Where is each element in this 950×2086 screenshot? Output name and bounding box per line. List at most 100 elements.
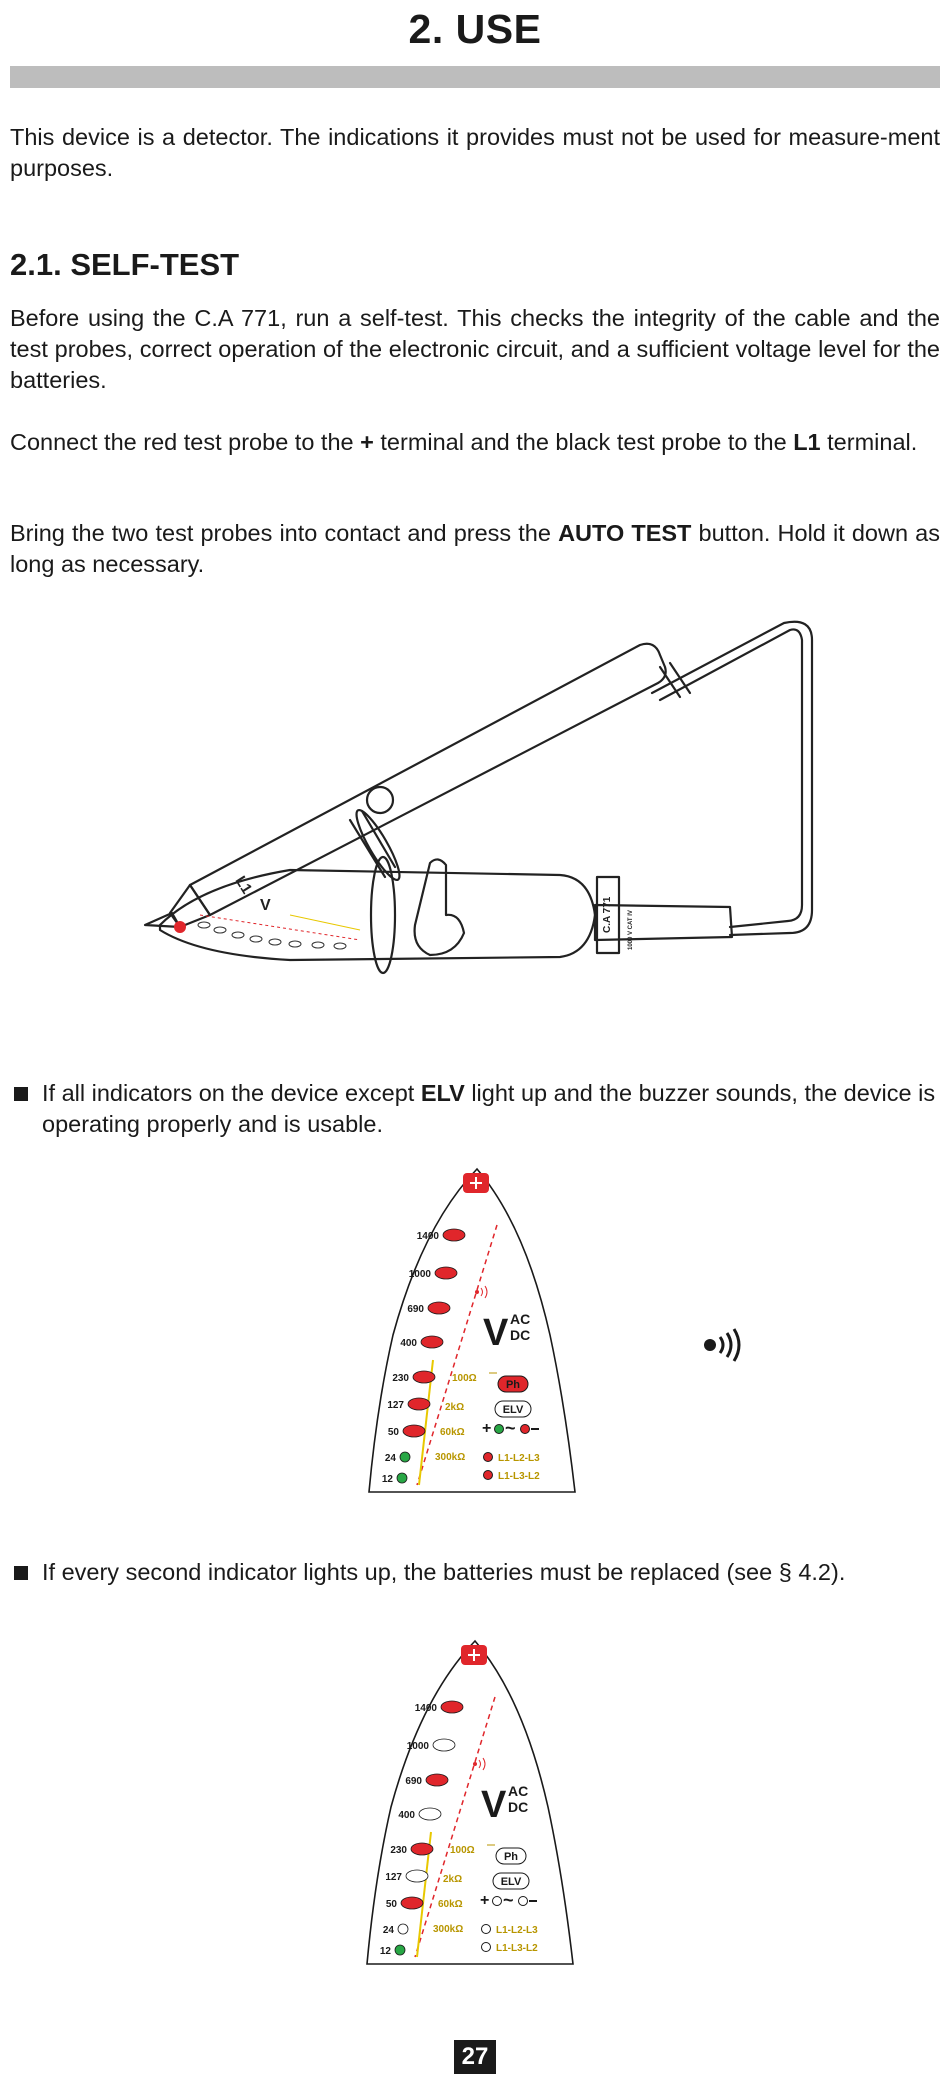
plus-symbol: +	[482, 1420, 491, 1437]
autotest-button-name: AUTO TEST	[558, 520, 692, 546]
voltage-led	[432, 1738, 456, 1752]
bullet1-elv: ELV	[420, 1080, 465, 1106]
voltage-label: 690	[407, 1304, 424, 1315]
buzzer-waves-icon	[478, 1757, 486, 1771]
rotation-label-1: L1-L2-L3	[498, 1453, 540, 1464]
voltage-led	[400, 1896, 424, 1910]
voltage-led	[405, 1869, 429, 1883]
bullet-square	[14, 1087, 28, 1101]
voltage-label: 127	[387, 1400, 404, 1411]
ac-wave-symbol: ~	[503, 1890, 514, 1910]
autotest-text-c: button. Hold it down as long as necessar…	[10, 520, 940, 577]
device-model-label: C.A 771	[602, 896, 613, 933]
elv-indicator	[494, 1400, 532, 1418]
device-illustration: L1 C.A 771 1000 V CAT IV V	[143, 620, 814, 975]
section-heading: 2.1. SELF-TEST	[10, 247, 240, 282]
voltage-led	[420, 1335, 444, 1349]
resistance-label: 300kΩ	[435, 1452, 465, 1463]
voltage-label: 24	[385, 1453, 397, 1464]
volt-symbol: V	[481, 1784, 507, 1826]
polarity-led-minus	[518, 1896, 528, 1906]
device-rating-label: 1000 V CAT IV	[628, 910, 634, 950]
plus-icon	[468, 1649, 480, 1661]
elv-label: ELV	[503, 1404, 524, 1416]
voltage-led	[418, 1807, 442, 1821]
voltage-label: 1400	[415, 1703, 438, 1714]
ph-indicator	[497, 1375, 529, 1393]
rotation-led-1	[481, 1924, 491, 1934]
resistance-label: 60kΩ	[438, 1899, 463, 1910]
polarity-led-plus	[494, 1424, 504, 1434]
bullet-square	[14, 1566, 28, 1580]
connect-plus: +	[360, 429, 374, 455]
voltage-label: 230	[392, 1373, 409, 1384]
voltage-led	[399, 1451, 411, 1463]
resistance-label: 300kΩ	[433, 1924, 463, 1935]
rotation-label-1: L1-L2-L3	[496, 1925, 538, 1936]
voltage-led	[407, 1397, 431, 1411]
resistance-label: 100Ω	[450, 1845, 475, 1856]
voltage-led	[397, 1923, 409, 1935]
rotation-led-2	[481, 1942, 491, 1952]
plus-symbol: +	[480, 1892, 489, 1909]
volt-symbol: V	[483, 1312, 509, 1354]
bullet1-text-c: light up and the buzzer sounds, the devi…	[42, 1080, 936, 1137]
voltage-led	[434, 1266, 458, 1280]
rotation-label-2: L1-L3-L2	[498, 1471, 540, 1482]
device-volt-symbol: V	[260, 897, 271, 914]
ac-label: AC	[510, 1311, 530, 1327]
title-rule	[10, 66, 940, 88]
panel-red-line	[414, 1696, 496, 1958]
bullet1-text-a: If all indicators on the device except	[42, 1080, 421, 1106]
connect-text-e: terminal.	[820, 429, 918, 455]
voltage-led	[396, 1472, 408, 1484]
buzzer-dot	[473, 1762, 477, 1766]
resistance-label: 60kΩ	[440, 1427, 465, 1438]
voltage-led	[402, 1424, 426, 1438]
connect-text-a: Connect the red test probe to the	[10, 429, 361, 455]
rotation-led-2	[483, 1470, 493, 1480]
voltage-led	[440, 1700, 464, 1714]
connect-l1: L1	[793, 429, 821, 455]
plus-icon	[470, 1177, 482, 1189]
elv-indicator	[492, 1872, 530, 1890]
bullet2-text: If every second indicator lights up, the…	[42, 1559, 846, 1585]
polarity-led-minus	[520, 1424, 530, 1434]
voltage-led	[394, 1944, 406, 1956]
panel-outline	[368, 1167, 576, 1493]
buzzer-icon	[704, 1328, 741, 1362]
ph-label: Ph	[504, 1851, 518, 1863]
voltage-led	[442, 1228, 466, 1242]
autotest-text-a: Bring the two test probes into contact a…	[10, 520, 559, 546]
voltage-label: 690	[405, 1776, 422, 1787]
voltage-led	[425, 1773, 449, 1787]
voltage-label: 24	[383, 1925, 395, 1936]
ph-label: Ph	[506, 1379, 520, 1391]
voltage-label: 230	[390, 1845, 407, 1856]
polarity-led-plus	[492, 1896, 502, 1906]
connect-paragraph: Connect the red test probe to the + term…	[10, 427, 940, 458]
ac-label: AC	[508, 1783, 528, 1799]
voltage-label: 50	[386, 1899, 398, 1910]
voltage-label: 1400	[417, 1231, 440, 1242]
probe-label-l1: L1	[232, 873, 256, 897]
voltage-led	[410, 1842, 434, 1856]
rotation-led-1	[483, 1452, 493, 1462]
resistance-label: 2kΩ	[445, 1402, 464, 1413]
buzzer-dot	[475, 1290, 479, 1294]
voltage-label: 1000	[407, 1741, 430, 1752]
dc-label: DC	[508, 1799, 528, 1815]
ac-wave-symbol: ~	[505, 1418, 516, 1438]
bullet-item-1: If all indicators on the device except E…	[10, 1078, 940, 1140]
voltage-led	[412, 1370, 436, 1384]
resistance-label: 100Ω	[452, 1373, 477, 1384]
autotest-paragraph: Bring the two test probes into contact a…	[10, 518, 940, 580]
self-test-paragraph: Before using the C.A 771, run a self-tes…	[10, 305, 940, 393]
page-number: 27	[454, 2040, 496, 2074]
intro-paragraph: This device is a detector. The indicatio…	[10, 124, 940, 181]
panel-red-line	[416, 1224, 498, 1486]
ph-indicator	[495, 1847, 527, 1865]
panel-outline	[366, 1639, 574, 1965]
dc-label: DC	[510, 1327, 530, 1343]
